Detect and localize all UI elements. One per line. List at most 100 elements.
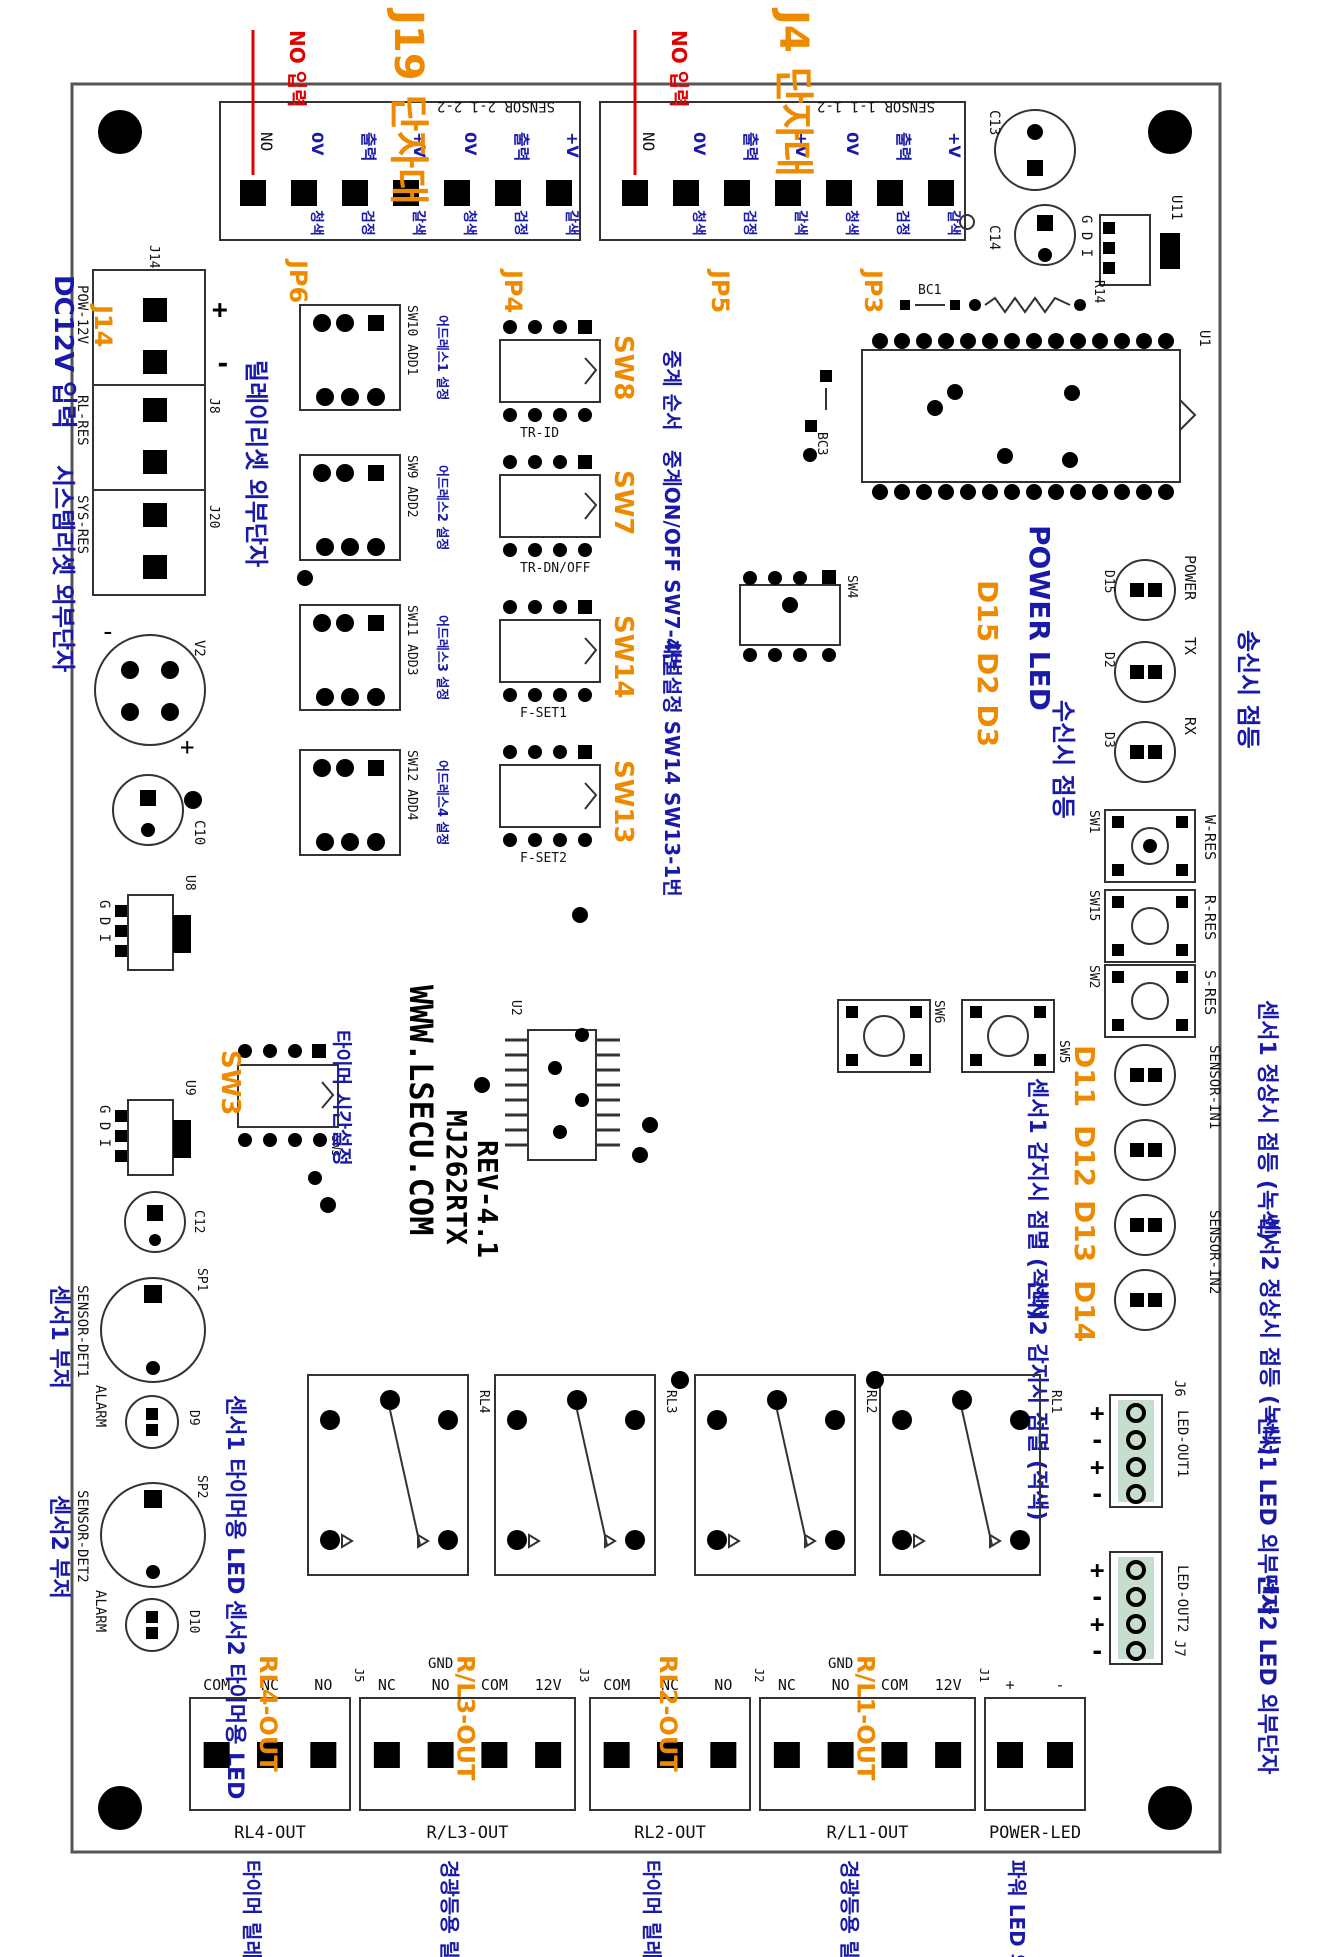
u1-pin — [1026, 484, 1042, 500]
regulator-u8: G D I U8 — [96, 875, 197, 971]
dip-switch-sw7: TR-DN/OFF SW7 — [499, 455, 638, 576]
svg-text:RL1: RL1 — [1048, 1390, 1063, 1413]
d11-d14-label: D11 — [1068, 1045, 1101, 1107]
j19-pin-label: 0V — [461, 132, 480, 156]
j4-wire-color: 갈색 — [792, 210, 808, 236]
svg-text:RL2-OUT: RL2-OUT — [634, 1823, 706, 1843]
no-input-label-j19: NO 입력 — [285, 30, 309, 108]
u1-pin — [982, 484, 998, 500]
sensor2-led-ext: 센서2 LED 외부단자 — [1254, 1575, 1279, 1775]
mount-hole — [98, 110, 142, 154]
j19-pin — [444, 180, 470, 206]
terminal-pin — [310, 1742, 337, 1768]
svg-text:J3: J3 — [577, 1668, 591, 1682]
u1-pin — [1092, 484, 1108, 500]
svg-text:-: - — [1090, 1480, 1104, 1508]
svg-text:NC: NC — [661, 1676, 679, 1694]
svg-text:COM: COM — [881, 1676, 908, 1694]
buzzer-sp1: SP1 — [100, 1268, 209, 1383]
j4-pin-label: +V — [945, 132, 964, 158]
svg-text:U2: U2 — [508, 1000, 523, 1016]
svg-text:GND: GND — [428, 1656, 453, 1672]
j4-pin-label: 출력 — [894, 132, 913, 161]
u1-pin — [960, 333, 976, 349]
svg-text:SW9 ADD2: SW9 ADD2 — [404, 455, 419, 518]
terminal-pin — [1047, 1742, 1073, 1768]
terminal-pin — [603, 1742, 630, 1768]
u1-pin — [916, 484, 932, 500]
svg-text:R/L1-OUT: R/L1-OUT — [827, 1823, 909, 1843]
sensor1-det-label: 센서1 감지시 점멸 (적색) — [1024, 1078, 1049, 1319]
jp4-label: JP4 — [499, 268, 527, 313]
svg-text:COM: COM — [603, 1676, 630, 1694]
j19-pin — [291, 180, 317, 206]
terminal-pin — [710, 1742, 737, 1768]
connector-j7: J7 LED-OUT2 — [1109, 1551, 1190, 1665]
svg-text:GND: GND — [828, 1656, 853, 1672]
svg-text:R14: R14 — [1091, 280, 1106, 304]
ic-u1: U1 — [861, 330, 1212, 500]
svg-text:ALARM: ALARM — [92, 1385, 108, 1427]
svg-text:-: - — [100, 617, 116, 647]
u1-pin — [1070, 484, 1086, 500]
j4-pin-label: 출력 — [741, 132, 760, 161]
j4-pin — [826, 180, 852, 206]
svg-text:SW2: SW2 — [1086, 965, 1101, 988]
j19-pin-label: NO — [257, 132, 276, 151]
power-led-label: POWER LED — [1023, 525, 1056, 711]
svg-text:SW11 ADD3: SW11 ADD3 — [404, 605, 419, 675]
svg-text:SW10 ADD1: SW10 ADD1 — [404, 305, 419, 375]
j19-pin-label: 출력 — [359, 132, 378, 161]
u1-pin — [1026, 333, 1042, 349]
j4-wire-color: 청색 — [690, 210, 706, 236]
svg-text:D2: D2 — [1101, 652, 1116, 668]
jp5-label: JP5 — [706, 268, 734, 313]
svg-text:TX: TX — [1181, 637, 1199, 655]
u1-pin — [1004, 484, 1020, 500]
d15-d2-d3-label: D15 D2 D3 — [971, 580, 1004, 747]
connector-j6: J6 LED-OUT1 — [1109, 1380, 1190, 1508]
svg-text:TR-ID: TR-ID — [520, 426, 559, 441]
svg-text:G D I: G D I — [96, 900, 112, 942]
svg-text:경광등용 릴레이 단자1: 경광등용 릴레이 단자1 — [838, 1860, 862, 1957]
terminal-pin — [881, 1742, 908, 1768]
svg-text:-: - — [215, 349, 231, 379]
svg-text:POW-12V: POW-12V — [74, 285, 90, 345]
svg-text:SENSOR-IN1: SENSOR-IN1 — [1206, 1045, 1222, 1129]
svg-text:TR-DN/OFF: TR-DN/OFF — [520, 561, 591, 576]
terminal-pin — [827, 1742, 854, 1768]
j4-wire-color: 갈색 — [945, 210, 961, 236]
tact-switch-sw5: SW5 — [961, 999, 1071, 1073]
capacitor-c10: C10 — [112, 774, 207, 846]
svg-text:LED-OUT1: LED-OUT1 — [1174, 1410, 1190, 1477]
svg-text:R/L1-OUT: R/L1-OUT — [852, 1655, 880, 1781]
led-d9: D9 — [125, 1395, 201, 1449]
j19-pin — [546, 180, 572, 206]
j19-wire-color: 청색 — [308, 210, 324, 236]
timer-led2-label: 센서2 타이머용 LED — [222, 1600, 247, 1799]
svg-text:SW7: SW7 — [608, 470, 638, 536]
svg-text:SW13: SW13 — [608, 760, 638, 844]
svg-text:SW3: SW3 — [329, 1135, 343, 1157]
svg-text:RL4-OUT: RL4-OUT — [254, 1655, 282, 1772]
mount-hole — [1148, 110, 1192, 154]
j19-pin-label: +V — [563, 132, 582, 158]
u1-pin — [872, 333, 888, 349]
terminal-block-j14: + - POW-12V RL-RES SYS-RES J14 J8 J20 J1… — [74, 245, 231, 596]
